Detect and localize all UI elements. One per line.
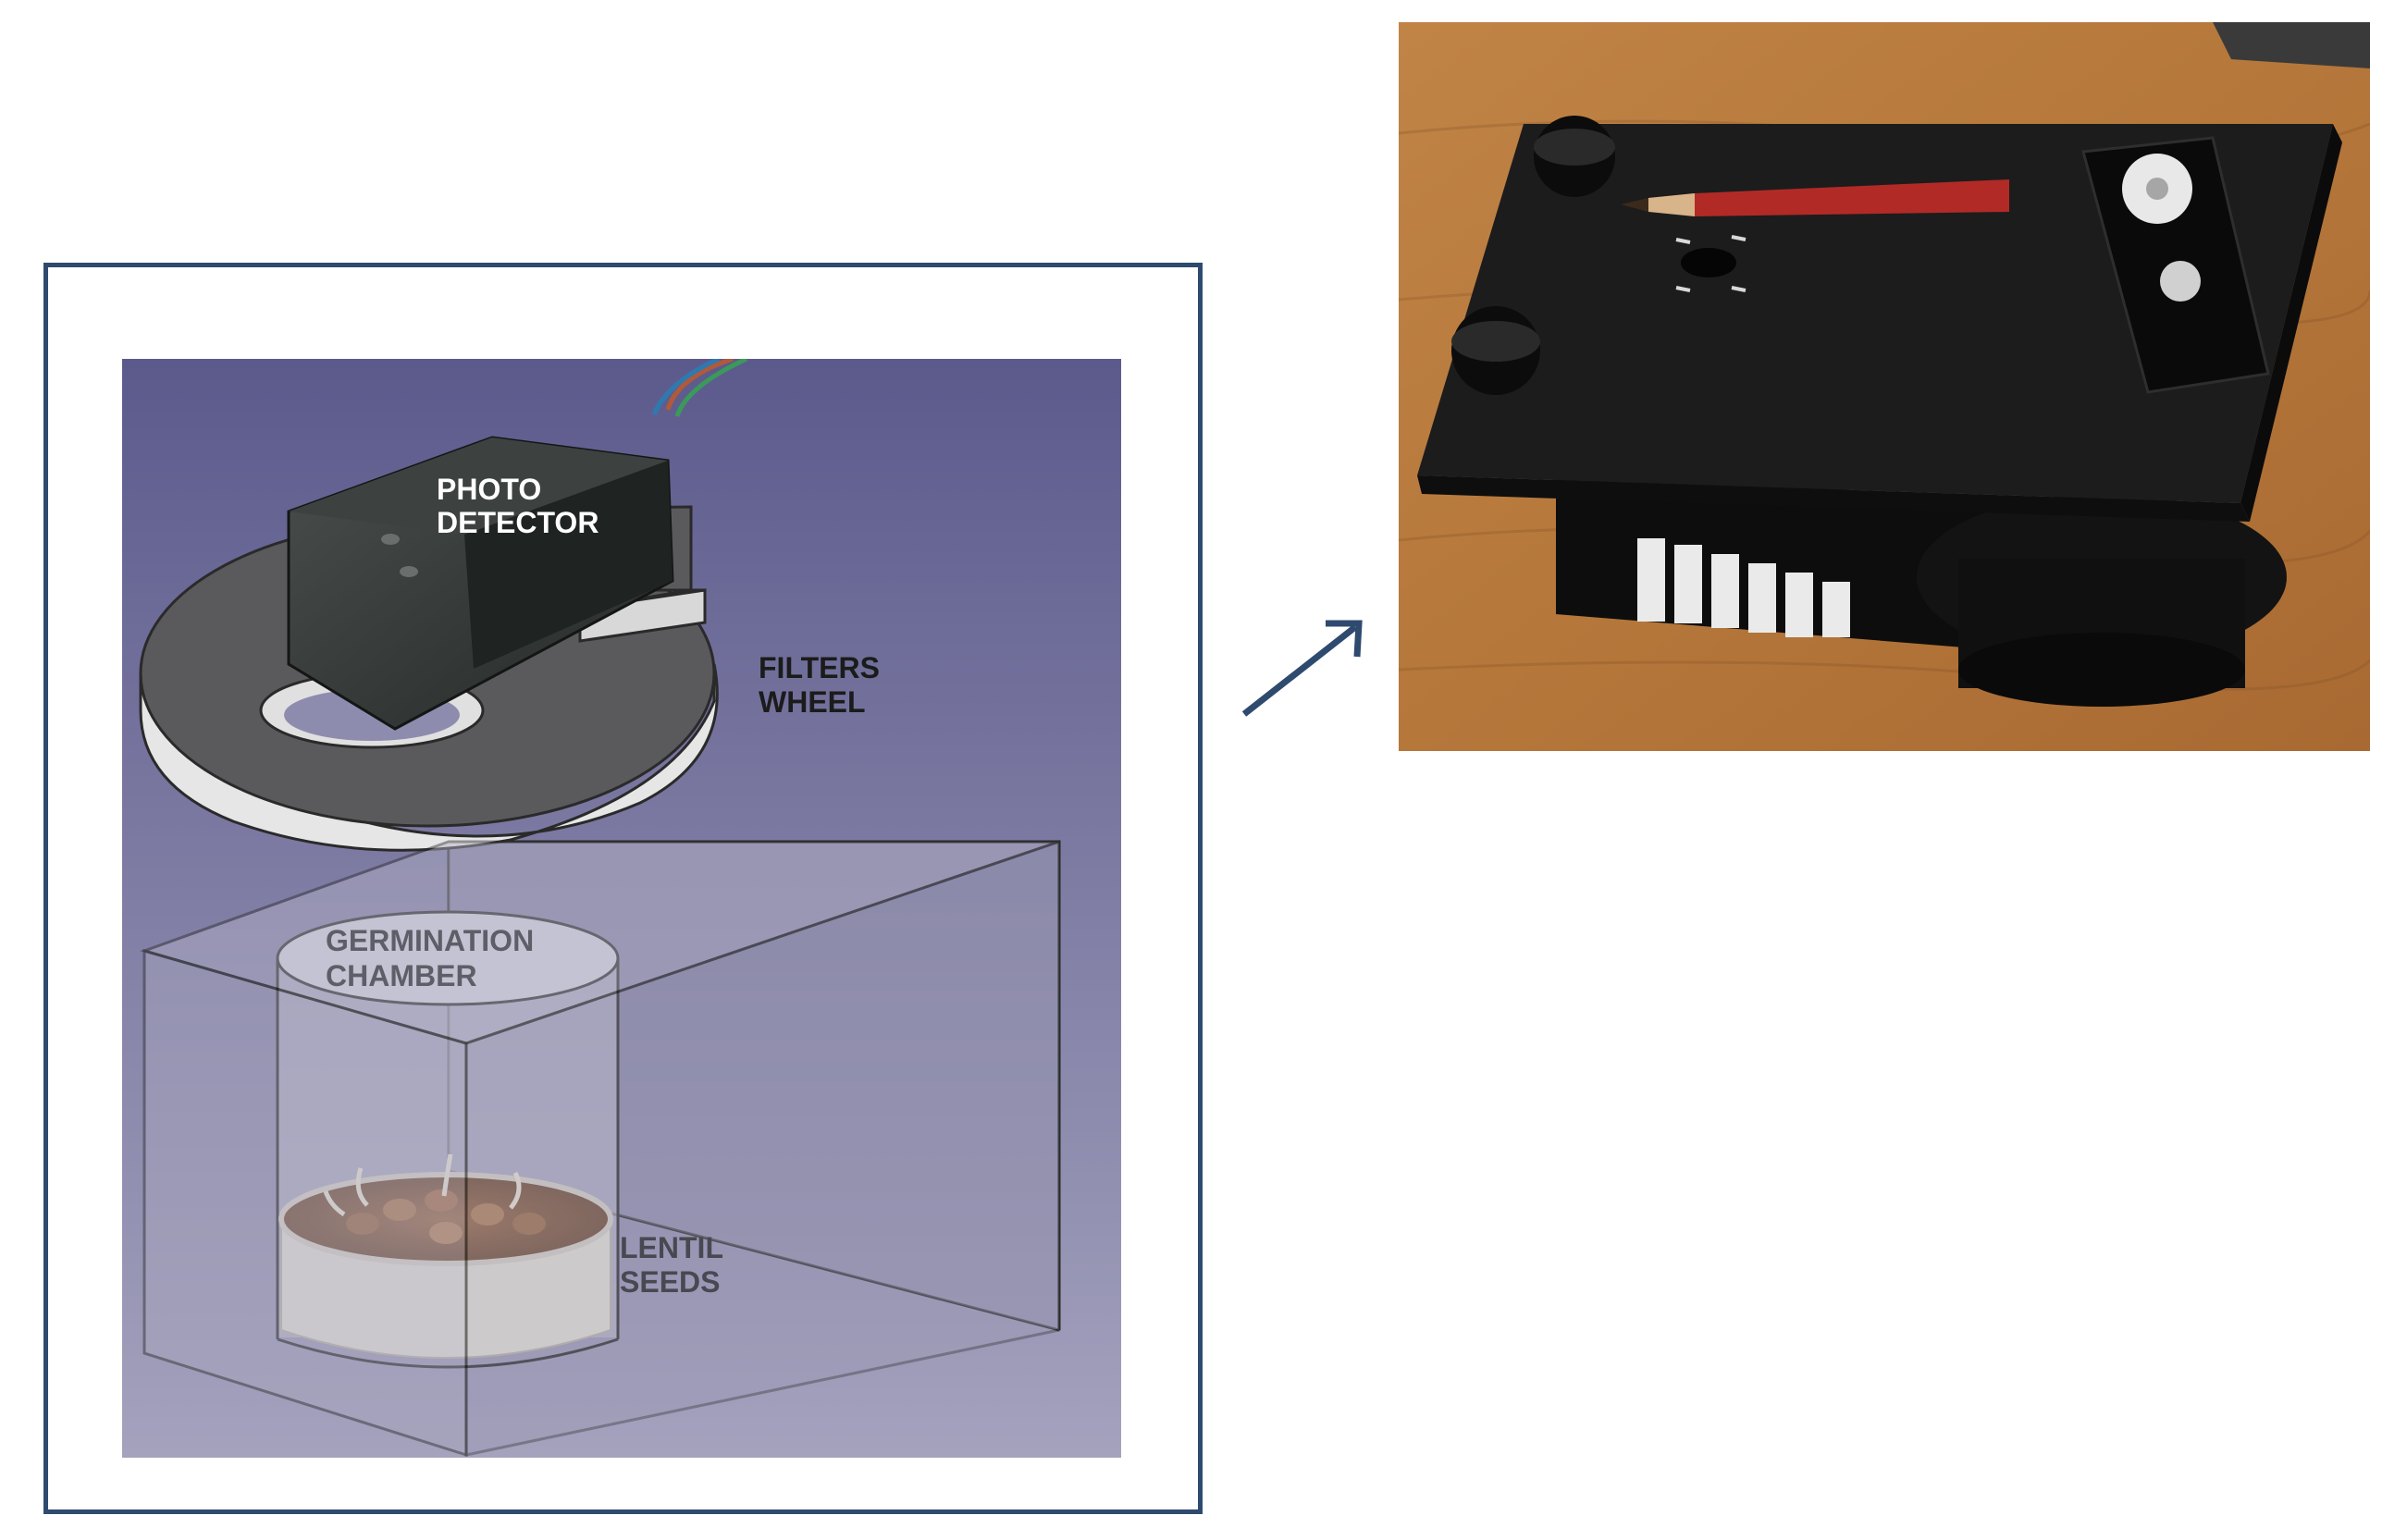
- photo-detector-label-line1: PHOTO: [437, 473, 541, 506]
- germination-chamber-label-line2: CHAMBER: [326, 959, 477, 992]
- pencil: [1621, 179, 2009, 216]
- filters-wheel-label-line1: FILTERS: [759, 651, 880, 684]
- lentil-seeds-label-line1: LENTIL: [620, 1231, 723, 1264]
- chamber-box-front: [140, 839, 1061, 1458]
- cad-figure-frame: [43, 263, 1203, 1514]
- lentil-seeds-label-line2: SEEDS: [620, 1265, 720, 1299]
- device-photo: [1399, 22, 2370, 751]
- germination-chamber-label-line1: GERMINATION: [326, 924, 534, 957]
- lentil-seeds-dish: [278, 1153, 613, 1359]
- cad-rendering: PHOTO DETECTOR FILTERS WHEEL GERMINATION…: [122, 359, 1121, 1458]
- filters-wheel-label-line2: WHEEL: [759, 685, 866, 719]
- photo-detector: [287, 359, 748, 731]
- device-body: [1417, 116, 2342, 707]
- photo-detector-label-line2: DETECTOR: [437, 506, 599, 539]
- connector-block: [1637, 538, 1850, 637]
- arrow-up-right-icon: [1241, 620, 1363, 717]
